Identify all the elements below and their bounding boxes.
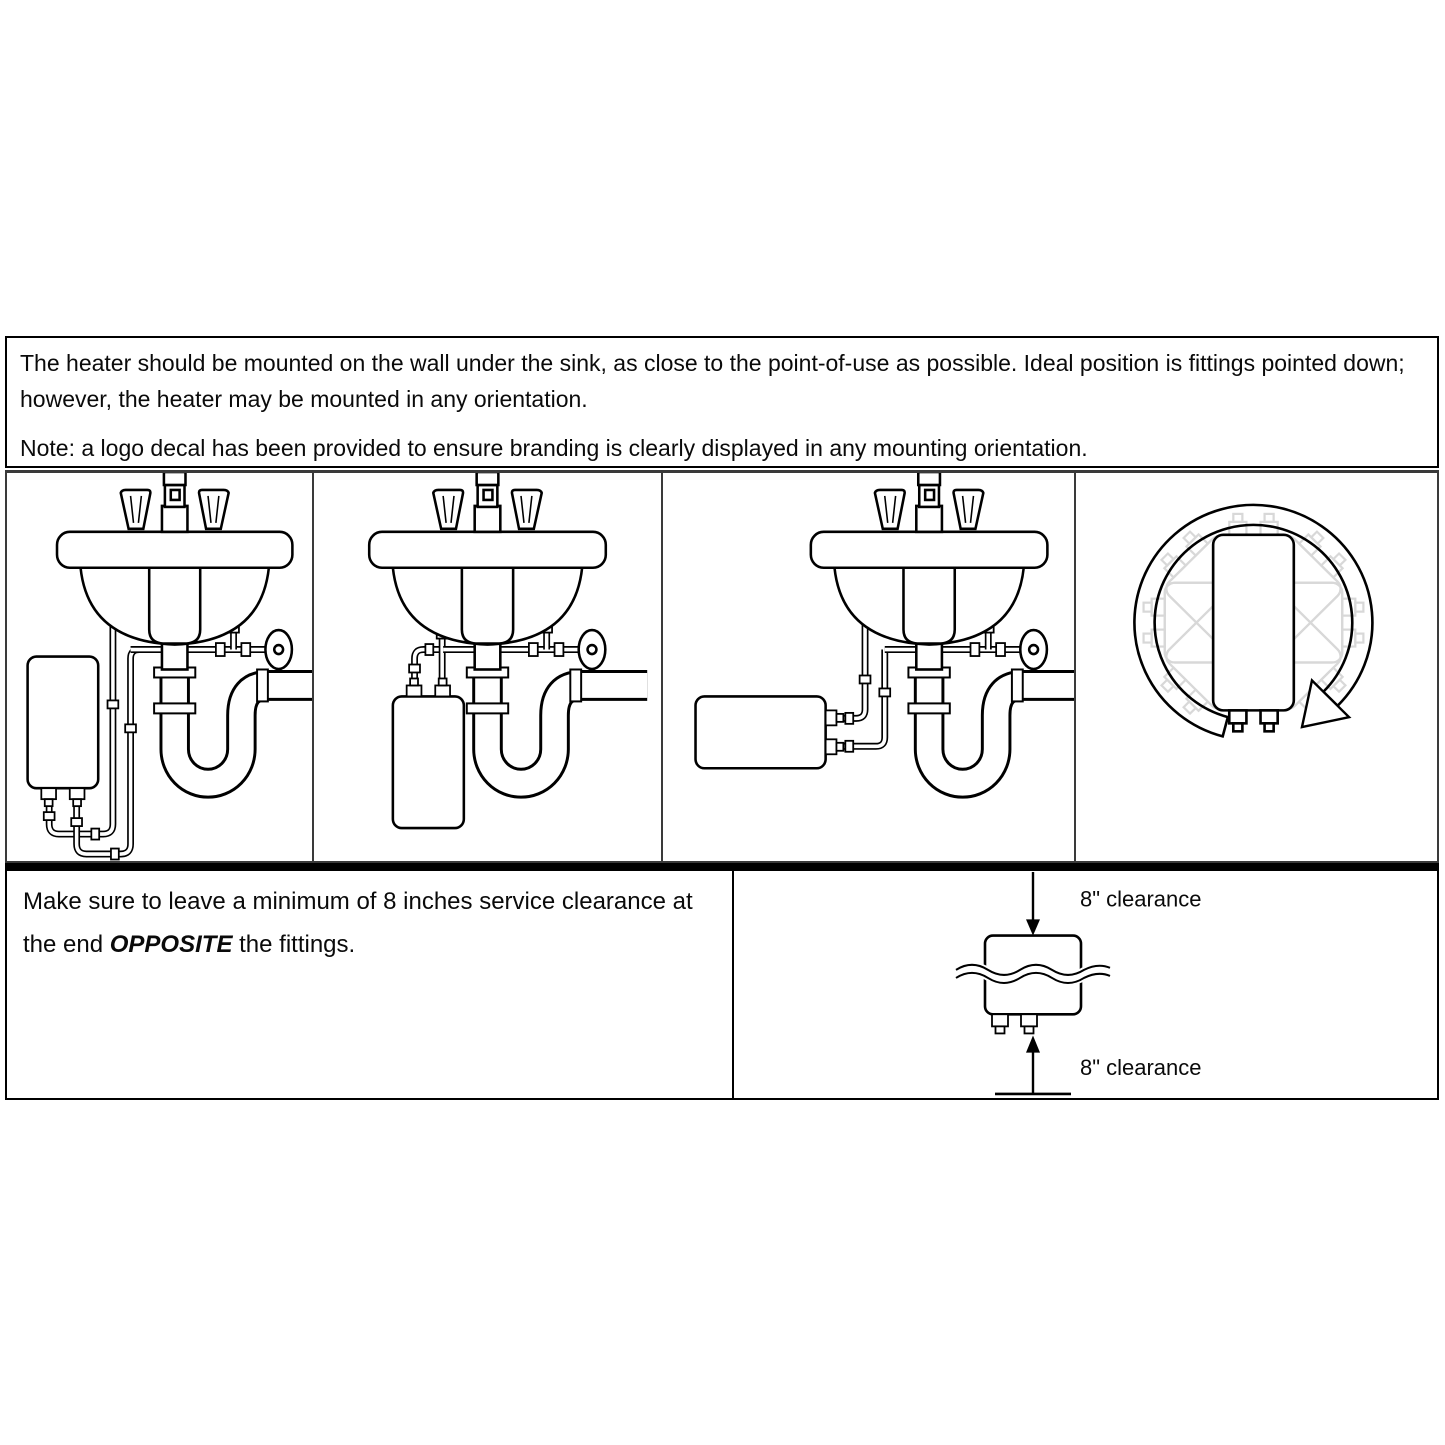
heater-central <box>1211 533 1296 733</box>
intro-paragraph: The heater should be mounted on the wall… <box>20 350 1405 412</box>
heater-rotation-any-orientation-diagram <box>1133 503 1374 738</box>
heater-fittings-up <box>391 677 466 830</box>
connecting-pipes <box>838 612 892 753</box>
heater-under-sink-fittings-up-diagram <box>314 473 661 830</box>
thick-section-divider <box>5 863 1439 871</box>
top-clearance-arrow <box>1026 872 1040 936</box>
clearance-figure-cell: 8" clearance 8" cle <box>734 871 1437 1098</box>
heater-beside-sink-fittings-down-diagram <box>26 473 312 861</box>
intro-note: Note: a logo decal has been provided to … <box>20 435 1088 461</box>
bottom-clearance-arrow <box>995 1035 1071 1096</box>
clearance-text-start: Make sure to leave a minimum of 8 inches… <box>23 888 693 958</box>
heater-horizontal-fittings-side-diagram <box>694 473 1074 861</box>
panel-fittings-side <box>663 473 1076 861</box>
heater-service-clearance-diagram: 8" clearance 8" cle <box>952 872 1201 1096</box>
heater-fittings <box>991 1013 1038 1035</box>
panel-fittings-up <box>314 473 663 861</box>
orientation-panels-row <box>5 470 1439 863</box>
intro-text-box: The heater should be mounted on the wall… <box>5 336 1439 468</box>
break-lines <box>952 962 1113 986</box>
heater-fittings-side <box>694 695 845 770</box>
clearance-text-emphasis: OPPOSITE <box>109 931 233 958</box>
top-clearance-label: 8" clearance <box>1080 886 1201 911</box>
rotation-arrowhead <box>1300 678 1352 729</box>
bottom-clearance-label: 8" clearance <box>1080 1055 1201 1080</box>
clearance-text-end: the fittings. <box>232 931 356 958</box>
clearance-instruction: Make sure to leave a minimum of 8 inches… <box>7 871 734 1098</box>
heater-fittings-down <box>26 655 100 808</box>
manual-sheet: The heater should be mounted on the wall… <box>5 336 1439 1100</box>
clearance-section: Make sure to leave a minimum of 8 inches… <box>5 871 1439 1100</box>
panel-any-orientation <box>1076 473 1437 861</box>
panel-fittings-down <box>7 473 314 861</box>
connecting-pipes <box>42 582 140 861</box>
rotation-arrow <box>1133 503 1374 738</box>
